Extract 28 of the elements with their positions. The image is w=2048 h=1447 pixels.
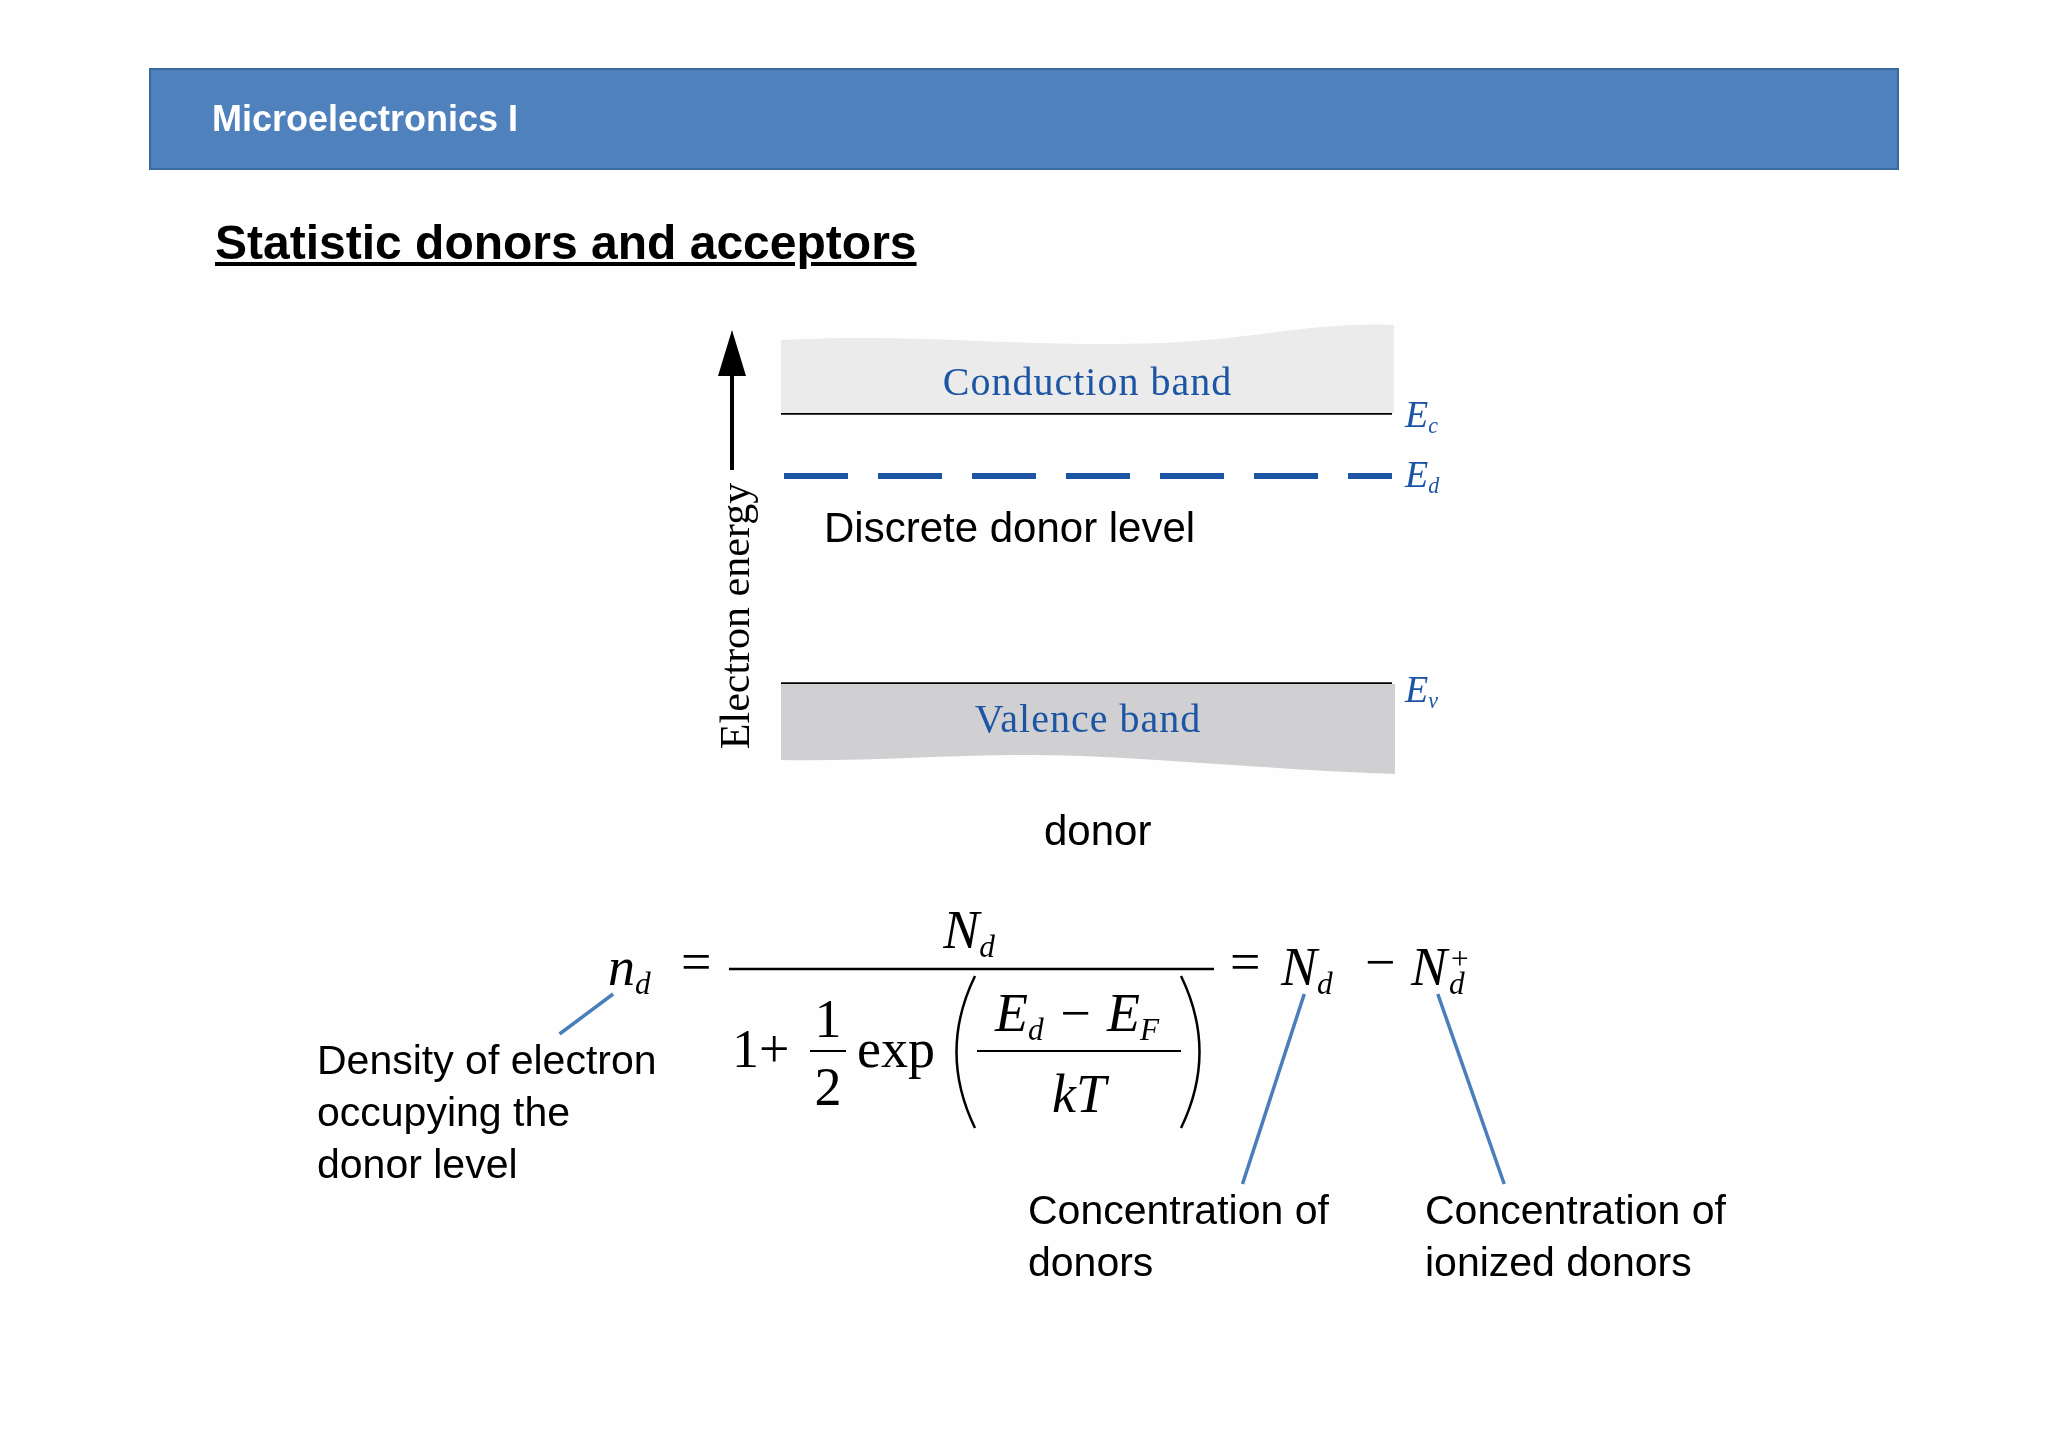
math-symbol: N$_{d}$ bbox=[1281, 940, 1333, 994]
math-symbol: N$_{d}$ bbox=[943, 903, 995, 957]
band-label: Valence band bbox=[974, 699, 1202, 739]
leader-line bbox=[1240, 993, 1306, 1185]
annotation-text: Concentration of donors bbox=[1028, 1184, 1358, 1288]
figure-caption: donor bbox=[1044, 810, 1152, 852]
math-term: 1+ bbox=[732, 1022, 790, 1076]
energy-band bbox=[781, 684, 1395, 774]
math-term: E$_{d}$ − E$_{F}$ bbox=[994, 986, 1160, 1040]
math-term: 1 bbox=[814, 992, 842, 1046]
annotation-text: Density of electron occupying the donor level bbox=[317, 1034, 679, 1190]
leader-line bbox=[558, 992, 615, 1036]
math-symbol: n$_{d}$ bbox=[608, 940, 651, 994]
band-label: Conduction band bbox=[942, 362, 1233, 402]
math-operator: − bbox=[1365, 935, 1396, 989]
slide-title: Statistic donors and acceptors bbox=[215, 219, 917, 267]
energy-level-label: E$_{v}$ bbox=[1405, 670, 1438, 708]
course-title: Microelectronics I bbox=[212, 101, 519, 137]
annotation-text: Concentration of ionized donors bbox=[1425, 1184, 1755, 1288]
energy-level-label: E$_{d}$ bbox=[1405, 455, 1440, 493]
math-operator: = bbox=[681, 935, 712, 989]
math-operator: = bbox=[1230, 935, 1261, 989]
math-term: 2 bbox=[814, 1060, 842, 1114]
energy-level-label: E$_{c}$ bbox=[1405, 395, 1438, 433]
level-label: Discrete donor level bbox=[824, 507, 1196, 549]
leader-line bbox=[1436, 993, 1506, 1185]
axis-label: Electron energy bbox=[714, 481, 756, 752]
energy-band bbox=[781, 322, 1394, 413]
